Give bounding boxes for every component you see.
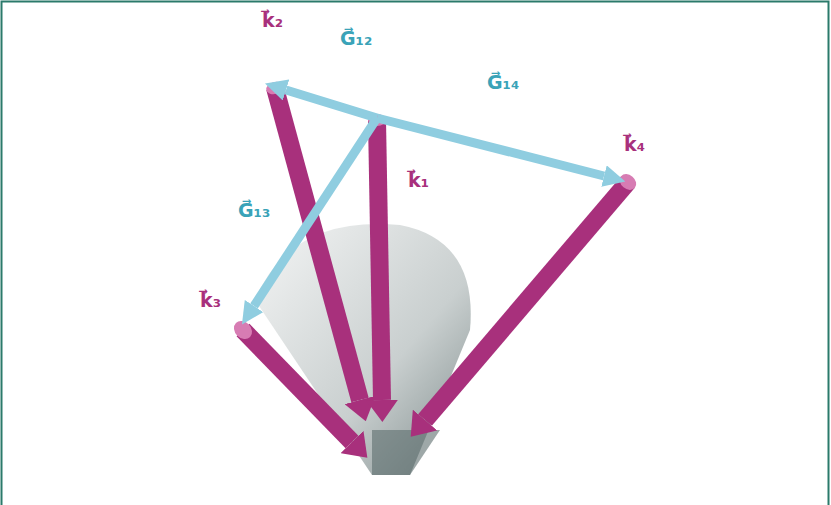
wave-vector-rods <box>230 80 639 442</box>
cone-tip <box>372 430 440 475</box>
vector-label: G⃗₁₂ <box>340 28 372 49</box>
vector-label: k⃗₄ <box>624 134 645 155</box>
vector-label: G⃗₁₃ <box>238 200 270 221</box>
vector-label: G⃗₁₄ <box>487 72 519 93</box>
vector-label: k⃗₁ <box>408 170 429 191</box>
reciprocal-vector-arrows <box>254 90 604 306</box>
vector-label: k⃗₂ <box>262 10 283 31</box>
vector-label: k⃗₃ <box>200 290 221 311</box>
